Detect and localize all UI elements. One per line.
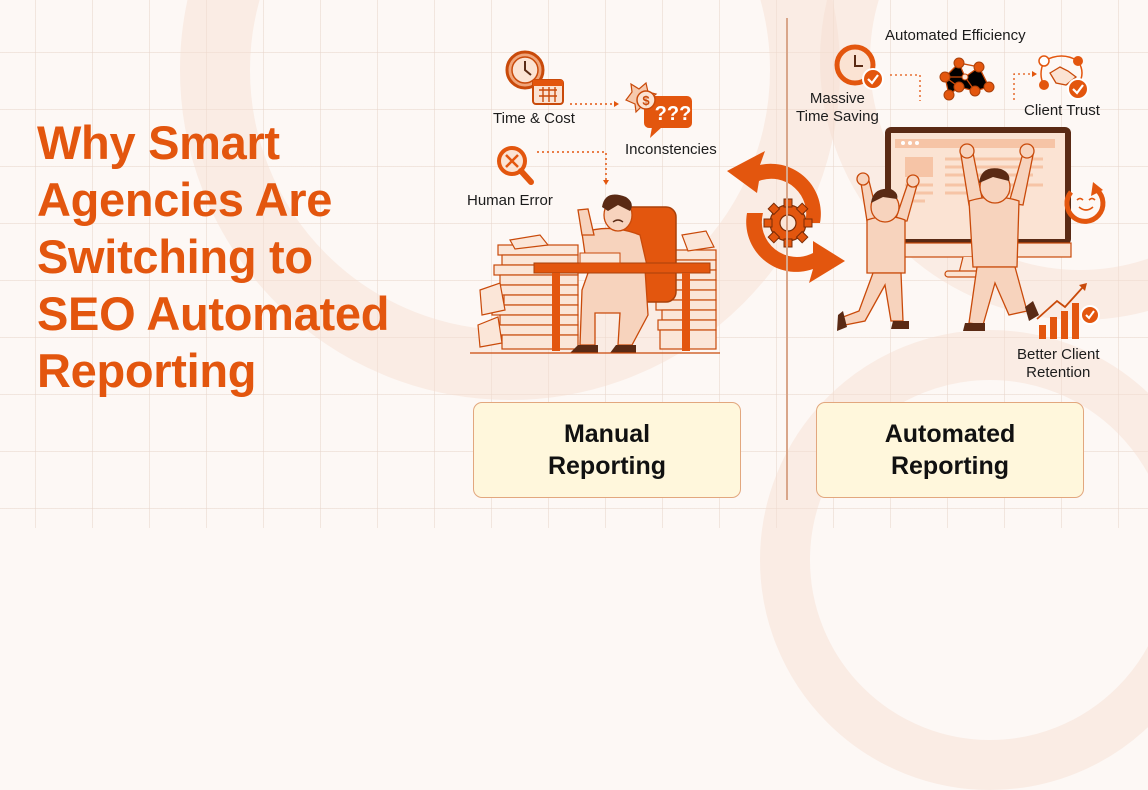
automated-efficiency-label: Automated Efficiency <box>885 27 1026 44</box>
manual-reporting-box: Manual Reporting <box>473 402 741 498</box>
smiley-refresh-icon <box>1060 180 1100 224</box>
page-title: Why Smart Agencies Are Switching to SEO … <box>37 114 437 399</box>
title-line: SEO Automated <box>37 287 390 340</box>
manual-box-title: Manual <box>563 420 651 448</box>
automated-box-title: Reporting <box>890 452 1010 480</box>
time-saving-line: Time Saving <box>796 108 879 125</box>
client-retention-label: Better Client Retention <box>1017 346 1100 382</box>
dotted-connector <box>570 101 619 107</box>
manual-box-title: Reporting <box>547 452 667 480</box>
time-saving-line: Massive <box>809 90 865 107</box>
time-cost-label: Time & Cost <box>493 110 575 127</box>
magnifier-x-icon <box>497 146 534 185</box>
title-line: Agencies Are <box>37 173 333 226</box>
celebrating-team-illustration <box>837 127 1106 331</box>
title-line: Why Smart <box>37 116 280 169</box>
inconsistencies-label: Inconstencies <box>625 141 717 158</box>
dotted-connector <box>890 74 921 101</box>
automated-box-title: Automated <box>884 420 1016 448</box>
retention-line: Retention <box>1026 364 1091 381</box>
network-nodes-icon <box>939 57 995 101</box>
human-error-label: Human Error <box>467 192 553 209</box>
clock-check-icon <box>834 44 884 90</box>
clock-calendar-icon <box>505 50 564 105</box>
title-line: Switching to <box>37 230 313 283</box>
retention-line: Better Client <box>1017 346 1100 363</box>
svg-text:$: $ <box>642 93 650 108</box>
client-trust-label: Client Trust <box>1024 102 1100 119</box>
growth-chart-check-icon <box>1036 283 1100 339</box>
handshake-check-icon <box>1038 55 1089 100</box>
automated-reporting-box: Automated Reporting <box>816 402 1084 498</box>
stressed-worker-illustration <box>470 194 720 354</box>
cycle-arrows-gear-icon <box>727 151 845 283</box>
money-question-bubble-icon: $ ??? <box>625 81 692 138</box>
title-line: Reporting <box>37 344 257 397</box>
dotted-connector <box>1013 71 1037 100</box>
dotted-connector <box>537 151 609 185</box>
time-saving-label: Massive Time Saving <box>796 90 879 126</box>
section-divider <box>786 18 788 500</box>
question-marks: ??? <box>655 103 692 125</box>
